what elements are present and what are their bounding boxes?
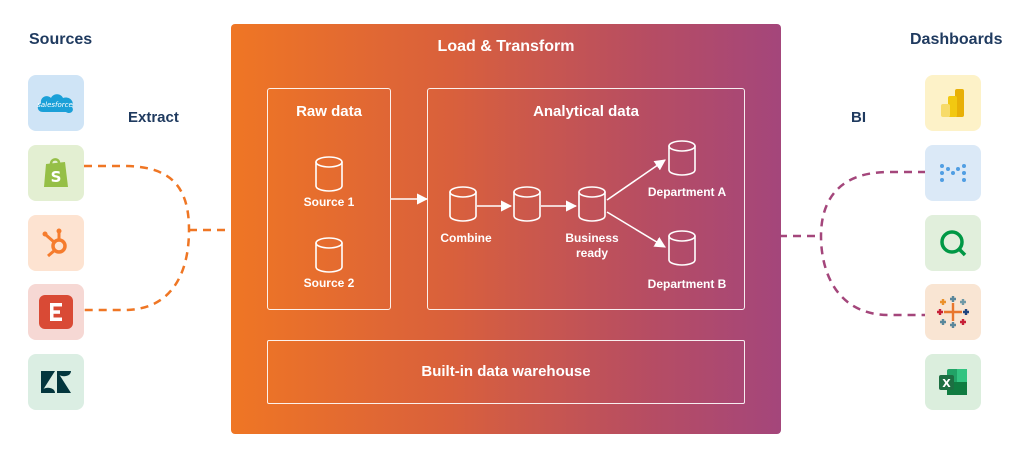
department-b-db-icon [668, 230, 696, 266]
shopify-tile[interactable]: S [28, 145, 84, 201]
tableau-icon [937, 296, 969, 328]
salesforce-logo-text: salesforce [37, 101, 73, 109]
qlik-tile[interactable] [925, 215, 981, 271]
department-b-label: Department B [647, 277, 727, 291]
excel-icon: X [939, 369, 967, 395]
excel-logo-text: X [942, 377, 951, 390]
combine-db-icon [449, 186, 477, 222]
flow-diagram [315, 140, 696, 273]
analytical-data-title: Analytical data [533, 103, 639, 120]
business-ready-line1: Business [565, 231, 619, 245]
sources-title: Sources [29, 31, 93, 48]
combine-label: Combine [440, 231, 492, 245]
extract-connector [84, 164, 232, 312]
qlik-icon [940, 230, 967, 257]
hubspot-icon [42, 228, 67, 258]
tableau-tile[interactable] [925, 284, 981, 340]
extract-label: Extract [128, 109, 179, 126]
shopify-icon: S [44, 158, 68, 187]
eventbrite-tile[interactable] [28, 284, 84, 340]
bi-label: BI [851, 109, 866, 126]
powerbi-tile[interactable] [925, 75, 981, 131]
source2-label: Source 2 [303, 276, 355, 290]
eventbrite-icon [39, 295, 73, 329]
department-a-label: Department A [647, 185, 727, 199]
source1-label: Source 1 [303, 195, 355, 209]
source1-db-icon [315, 156, 343, 192]
intermediate-db-icon [513, 186, 541, 222]
to-dept-b-arrow [606, 211, 666, 248]
data-warehouse-box: Built-in data warehouse [267, 340, 745, 404]
hubspot-tile[interactable] [28, 215, 84, 271]
raw-data-title: Raw data [296, 103, 362, 120]
zendesk-icon [41, 371, 71, 393]
data-warehouse-label: Built-in data warehouse [421, 363, 591, 380]
raw-data-box: Raw data [267, 88, 391, 310]
business-ready-label: Business ready [552, 231, 632, 261]
source2-db-icon [315, 237, 343, 273]
powerbi-icon [941, 89, 964, 117]
load-transform-title: Load & Transform [437, 38, 575, 55]
load-transform-panel: Load & Transform Raw data Analytical dat… [231, 24, 781, 434]
metabase-icon [940, 164, 966, 182]
excel-tile[interactable]: X [925, 354, 981, 410]
business-ready-line2: ready [575, 246, 609, 260]
department-a-db-icon [668, 140, 696, 176]
metabase-tile[interactable] [925, 145, 981, 201]
to-dept-a-arrow [606, 159, 666, 201]
bi-connector [779, 170, 926, 317]
salesforce-icon: salesforce [37, 94, 73, 114]
dashboards-title: Dashboards [910, 31, 1003, 48]
zendesk-tile[interactable] [28, 354, 84, 410]
svg-text:S: S [51, 168, 62, 186]
business-ready-db-icon [578, 186, 606, 222]
salesforce-tile[interactable]: salesforce [28, 75, 84, 131]
